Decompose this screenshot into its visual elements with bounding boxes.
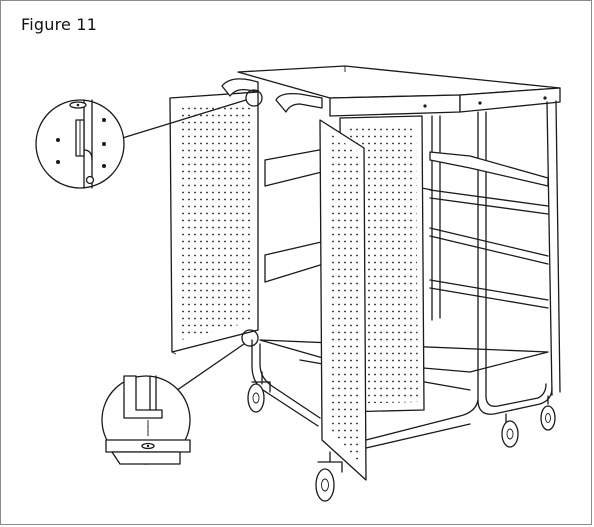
cart-handles	[221, 78, 323, 113]
upper-hinge-marker	[245, 89, 263, 107]
caster-rear-right	[540, 395, 556, 431]
front-door-panel	[319, 119, 367, 481]
lower-hinge-detail	[101, 375, 191, 465]
upper-leader-line	[115, 99, 247, 141]
cart-side-frame	[431, 100, 561, 415]
cart-shelves	[259, 147, 549, 391]
lower-leader-line	[169, 343, 245, 396]
cart-top	[237, 65, 561, 117]
lower-hinge-marker	[241, 329, 259, 347]
left-door-panel	[169, 91, 259, 355]
figure-title: Figure 11	[21, 15, 98, 34]
caster-front-left	[247, 371, 271, 413]
caster-rear-left	[501, 413, 519, 448]
caster-front-right	[315, 451, 343, 502]
upper-hinge-detail	[35, 99, 125, 189]
